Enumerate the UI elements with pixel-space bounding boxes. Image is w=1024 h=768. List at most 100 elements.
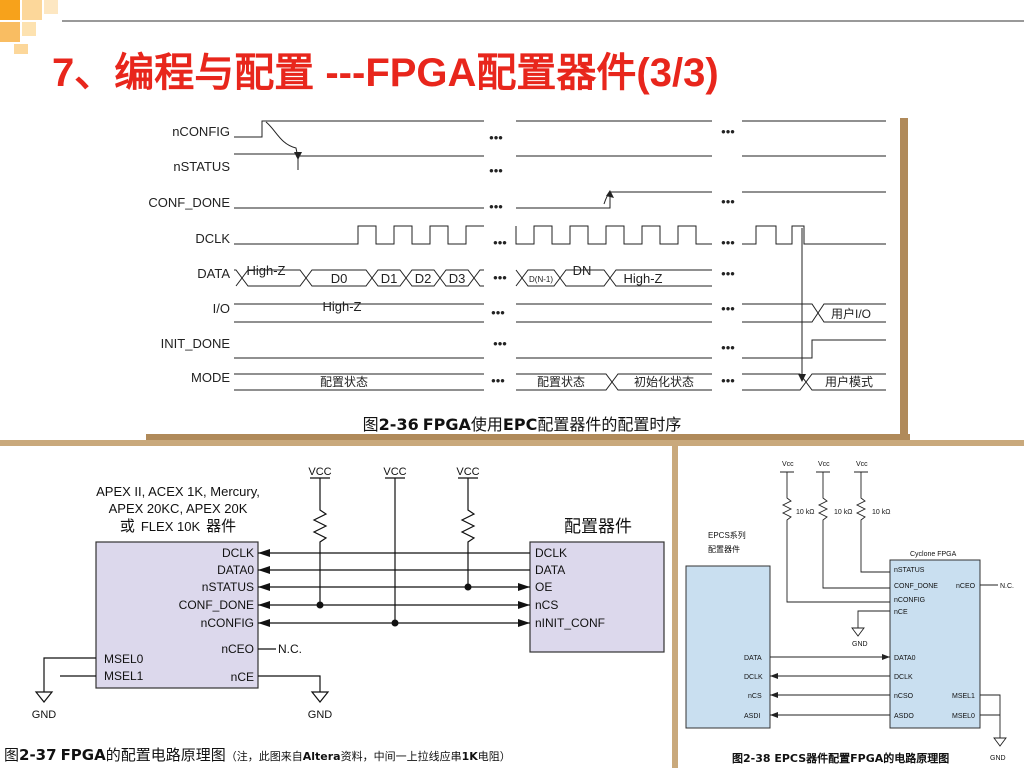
epcs-chip xyxy=(685,565,771,729)
fpga-pin: DATA0 xyxy=(894,655,916,662)
figure-caption-2-38: 图2-38 EPCS器件配置FPGA的电路原理图 xyxy=(732,751,949,765)
fpga-pin: MSEL1 xyxy=(952,693,975,700)
waveform-nconfig xyxy=(234,120,886,138)
junction-dot xyxy=(391,619,399,627)
nc-label: N.C. xyxy=(1000,583,1014,590)
resistor-label: 10 kΩ xyxy=(872,509,890,516)
msel-wires xyxy=(43,657,96,692)
ellipsis: ••• xyxy=(721,266,735,281)
epcs-pin: nCS xyxy=(748,693,762,700)
arrowhead xyxy=(258,549,270,557)
ellipsis: ••• xyxy=(491,373,505,388)
gnd-icon xyxy=(851,627,865,637)
fpga-pin: nCSO xyxy=(894,693,914,700)
arrowhead xyxy=(258,566,270,574)
arrowhead xyxy=(770,712,778,718)
waveform-init-done xyxy=(234,339,886,359)
section-divider xyxy=(0,440,1024,446)
resistor-label: 10 kΩ xyxy=(834,509,852,516)
gnd-label: GND xyxy=(308,709,333,721)
waveform-mode xyxy=(234,373,886,391)
vcc-label: VCC xyxy=(456,466,479,478)
gnd-label: GND xyxy=(32,709,57,721)
signal-label: DCLK xyxy=(195,231,230,246)
fpga-pin: nCE xyxy=(894,609,908,616)
circuit-2-37-panel: APEX II, ACEX 1K, Mercury, APEX 20KC, AP… xyxy=(0,446,678,768)
fpga-pin: ASDO xyxy=(894,713,914,720)
fpga-pin: CONF_DONE xyxy=(179,598,254,612)
vcc-label: Vcc xyxy=(856,461,868,468)
ellipsis: ••• xyxy=(489,163,503,178)
data-value: High-Z xyxy=(246,263,285,278)
config-pin: DCLK xyxy=(535,546,567,560)
gnd-icon xyxy=(34,691,330,703)
fpga-label: Cyclone FPGA xyxy=(910,551,957,558)
waveform-dclk xyxy=(234,225,886,245)
epcs-pin: ASDI xyxy=(744,713,760,720)
frame-shadow-right xyxy=(900,118,908,440)
pullup-resistor-1 xyxy=(312,478,328,605)
signal-label: I/O xyxy=(213,301,230,316)
signal-label: nCONFIG xyxy=(172,124,230,139)
signal-label: MODE xyxy=(191,370,230,385)
ellipsis: ••• xyxy=(489,199,503,214)
data-value: DN xyxy=(573,263,592,278)
mode-value: 配置状态 xyxy=(537,375,585,389)
fpga-pin: MSEL0 xyxy=(104,652,144,666)
nc-label: N.C. xyxy=(278,642,302,656)
ellipsis: ••• xyxy=(721,235,735,250)
ellipsis: ••• xyxy=(721,301,735,316)
waveform-conf-done xyxy=(234,191,886,209)
waveform-io xyxy=(234,303,886,323)
vcc-label: Vcc xyxy=(818,461,830,468)
fpga-pin: MSEL0 xyxy=(952,713,975,720)
fpga-pin: nSTATUS xyxy=(894,567,925,574)
arrow-nconfig-nstatus xyxy=(265,121,299,159)
circuit-2-38-panel: EPCS系列 配置器件 Cyclone FPGA nSTATUS CONF_DO… xyxy=(682,448,1024,768)
io-value: High-Z xyxy=(322,299,361,314)
vcc-label: Vcc xyxy=(782,461,794,468)
config-chip xyxy=(529,541,665,653)
fpga-pin: nCEO xyxy=(956,583,976,590)
msel-wires xyxy=(980,694,1001,738)
config-pin: DATA xyxy=(535,563,565,577)
arrowhead xyxy=(606,190,614,198)
nce-gnd-wire xyxy=(857,610,890,628)
junction-dot xyxy=(316,601,324,609)
ellipsis: ••• xyxy=(493,235,507,250)
gnd-label: GND xyxy=(990,755,1006,762)
signal-label: nSTATUS xyxy=(173,159,230,174)
timing-diagram: nCONFIG nSTATUS CONF_DONE DCLK DATA I/O … xyxy=(136,112,910,440)
resistor-label: 10 kΩ xyxy=(796,509,814,516)
vcc-label: VCC xyxy=(383,466,406,478)
config-pin: OE xyxy=(535,580,552,594)
ellipsis: ••• xyxy=(721,194,735,209)
pullup-conf-done xyxy=(817,472,890,589)
epcs-label: 配置器件 xyxy=(708,544,740,554)
vcc-label: VCC xyxy=(308,466,331,478)
epcs-label: EPCS系列 xyxy=(708,530,746,540)
arrowhead xyxy=(770,673,778,679)
mode-value: 用户模式 xyxy=(825,374,873,389)
signal-label: INIT_DONE xyxy=(161,336,231,351)
waveform-data xyxy=(234,269,712,287)
config-pin: nCS xyxy=(535,598,558,612)
arrowhead xyxy=(770,692,778,698)
signal-label: CONF_DONE xyxy=(148,195,230,210)
mode-value: 初始化状态 xyxy=(634,375,694,389)
spi-wires xyxy=(770,656,890,716)
arrowhead xyxy=(882,654,890,660)
data-value: D0 xyxy=(331,271,348,286)
epcs-pin: DATA xyxy=(744,655,762,662)
fpga-pin: nCEO xyxy=(221,642,254,656)
fpga-pin: DCLK xyxy=(222,546,254,560)
pullup-nconfig xyxy=(781,472,890,603)
cyclone-fpga-chip xyxy=(889,559,981,729)
fpga-chip xyxy=(95,541,259,689)
fpga-pin: nSTATUS xyxy=(202,580,254,594)
frame-shadow-bottom xyxy=(146,434,910,440)
fpga-pin: MSEL1 xyxy=(104,669,144,683)
